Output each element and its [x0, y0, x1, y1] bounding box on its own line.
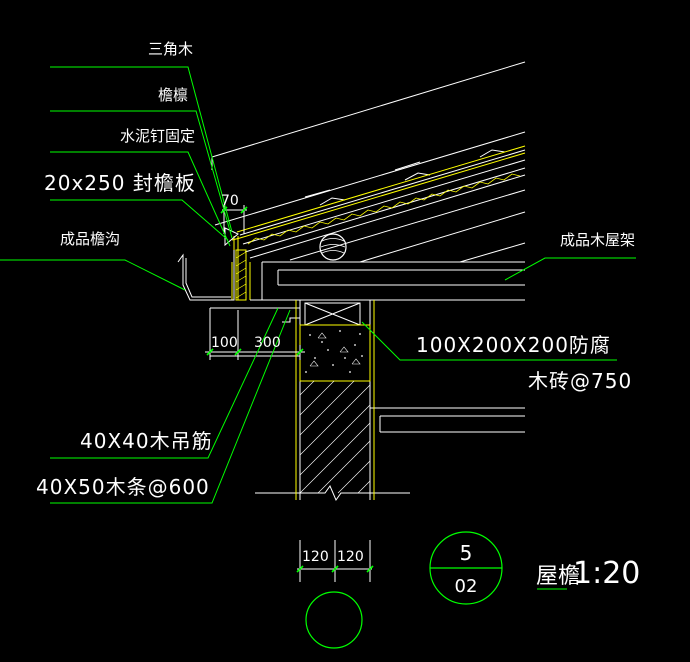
detail-scale: 1:20: [573, 556, 640, 591]
batten-hatch: [247, 173, 521, 245]
dim-70: 70: [221, 193, 239, 209]
roof-structure: [211, 61, 526, 263]
detail-title: 屋檐: [536, 564, 580, 589]
dim-100: 100: [211, 335, 238, 351]
label-triangle-wood: 三角木: [148, 40, 193, 58]
label-wood-strip: 40X50木条@600: [36, 475, 210, 499]
label-wood-brick-size: 100X200X200防腐: [416, 333, 611, 357]
label-fascia-board: 20x250 封檐板: [44, 171, 196, 195]
detail-sheet: 02: [455, 576, 478, 597]
detail-circles: [305, 531, 503, 649]
label-cement-nail: 水泥钉固定: [120, 127, 195, 145]
dim-120-left: 120: [302, 549, 329, 565]
leader-lines: [0, 66, 636, 590]
label-eave-purlin: 檐檩: [158, 86, 188, 104]
eave-purlin-round: [319, 233, 347, 261]
dim-300: 300: [254, 335, 281, 351]
dim-120-right: 120: [337, 549, 364, 565]
gutter-profile: [177, 250, 235, 301]
roof-yellow-layers: [231, 145, 526, 300]
label-gutter: 成品檐沟: [60, 230, 120, 248]
label-roof-truss: 成品木屋架: [560, 231, 635, 249]
label-wood-brick-spacing: 木砖@750: [528, 369, 632, 393]
wall-section: [295, 300, 375, 500]
label-hanger-rib: 40X40木吊筋: [80, 429, 213, 453]
detail-number: 5: [460, 541, 473, 565]
fascia-board-shape: [235, 249, 247, 301]
